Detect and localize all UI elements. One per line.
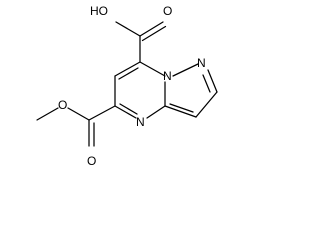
- bond-cacid-oh: [115, 21, 141, 37]
- bond-c3-c3a-a: [164, 105, 197, 118]
- bond-c7-n: [139, 61, 166, 77]
- bond-c7-c6-a: [114, 61, 141, 77]
- bond-n2-c2-b: [202, 74, 211, 93]
- bond-c5-cester: [88, 105, 116, 121]
- bond-c2-c3: [195, 91, 218, 118]
- bonds: [36, 21, 218, 147]
- bond-c7-c6-b: [118, 67, 139, 80]
- chemical-structure: HO O N N N O O: [36, 4, 218, 168]
- bond-n-n: [172, 63, 199, 77]
- bond-cacid-o-a: [139, 21, 164, 37]
- bond-cester-oether: [67, 107, 90, 121]
- bond-cacid-o-b: [141, 25, 167, 42]
- bond-n2-c2-a: [207, 69, 218, 93]
- atom-labels: HO O N N N O O: [58, 4, 206, 168]
- label-ester-ether-o: O: [58, 98, 67, 112]
- bond-n4-c3a: [146, 105, 166, 119]
- label-ester-carbonyl-o: O: [87, 154, 96, 168]
- label-ho: HO: [90, 4, 108, 18]
- label-ring-n-pyrimidine: N: [136, 115, 145, 129]
- label-ring-n-bridge: N: [163, 69, 172, 83]
- bond-oether-ch3: [36, 107, 59, 121]
- bond-c5-n4-b: [119, 103, 138, 115]
- label-ring-n-pyrazole: N: [197, 56, 206, 70]
- bond-c5-n4-a: [114, 105, 137, 119]
- label-acid-carbonyl-o: O: [163, 4, 172, 18]
- bond-c3-c3a-b: [169, 103, 194, 113]
